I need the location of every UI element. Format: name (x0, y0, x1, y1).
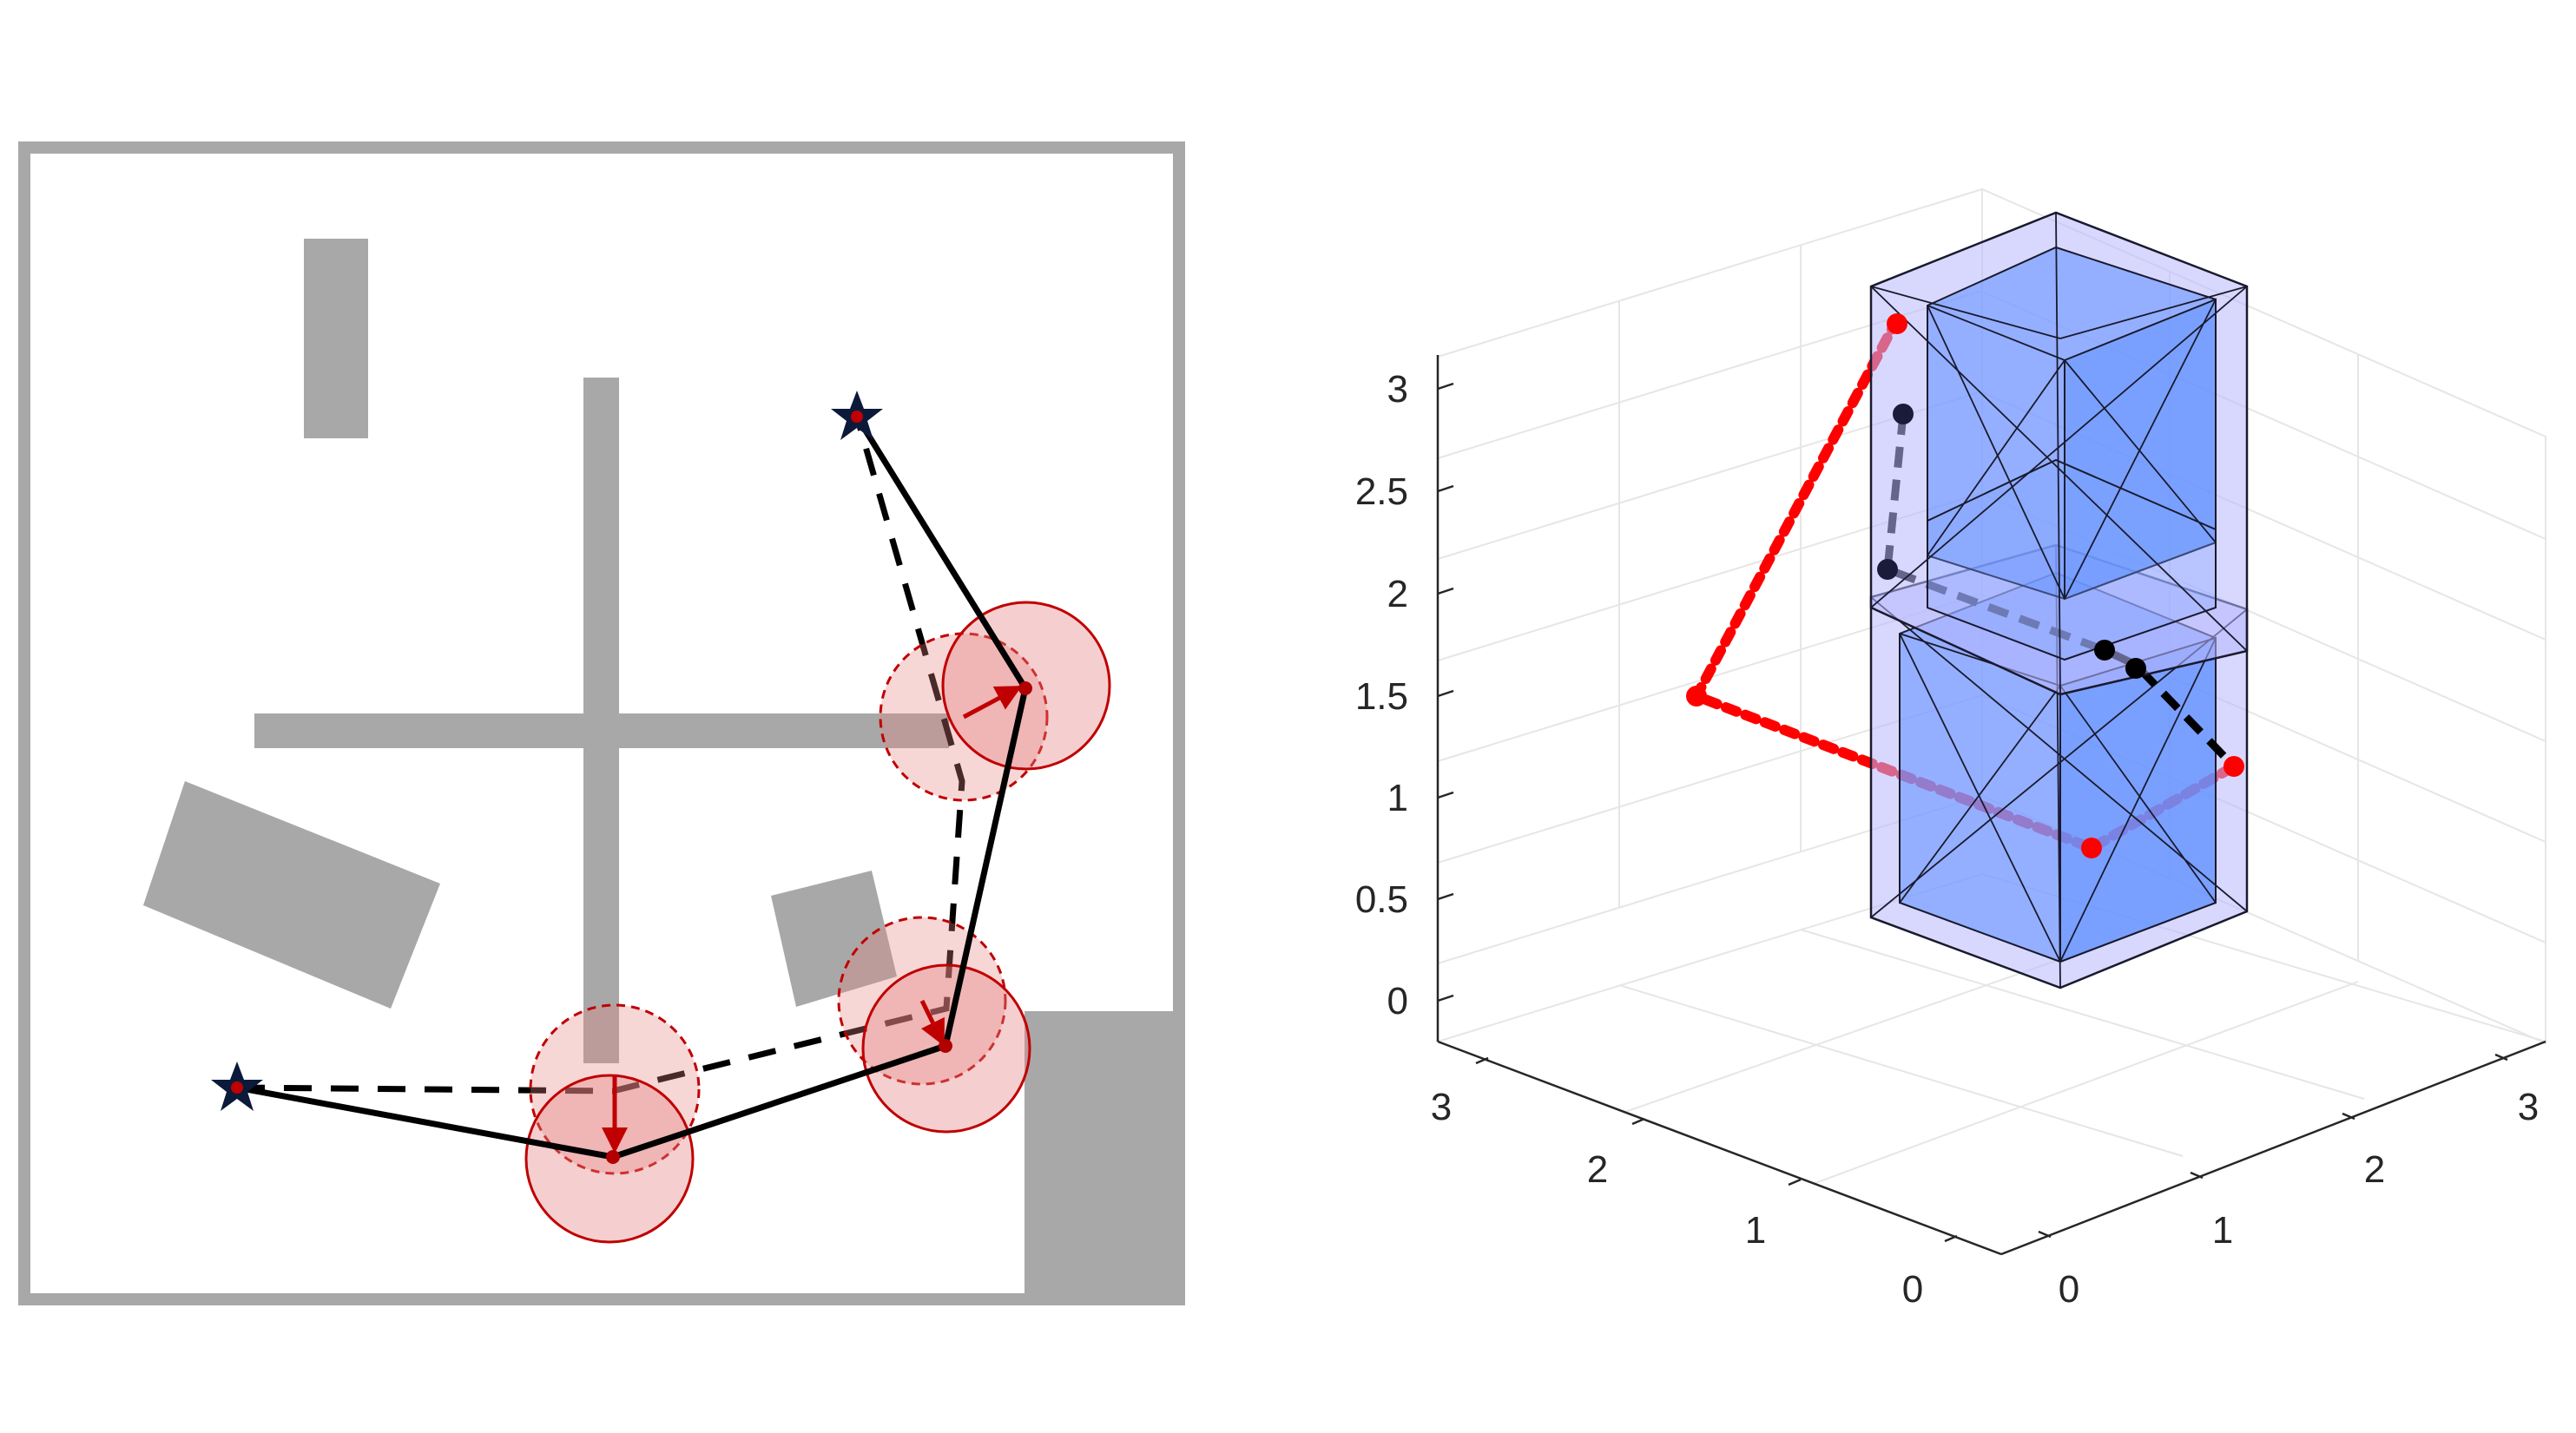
obstacle-cross-horizontal (254, 713, 949, 748)
y-ticks (2038, 1053, 2508, 1239)
z-tick-label: 2 (1387, 573, 1408, 615)
z-tick-label: 1 (1387, 777, 1408, 819)
x-tick-label: 3 (1431, 1086, 1452, 1128)
black-path-markers (1877, 404, 2146, 679)
cube-upper (1869, 211, 2249, 696)
z-tick-label: 2.5 (1355, 470, 1408, 513)
red-path-markers (1686, 313, 2244, 858)
nominal-path-dashed (236, 416, 965, 1094)
y-axis-line (2000, 1040, 2546, 1256)
x-tick-labels: 3 2 1 0 (1431, 1086, 1923, 1311)
z-tick-labels: 3 2.5 2 1.5 1 0.5 0 (1355, 368, 1408, 1022)
x-tick-label: 1 (1745, 1209, 1766, 1252)
goal-marker (831, 391, 883, 440)
z-tick-label: 0.5 (1355, 878, 1408, 921)
cube-upper-lower-slab (1927, 458, 2217, 661)
y-tick-label: 0 (2059, 1268, 2079, 1311)
z-ticks (1437, 382, 1454, 1002)
obstacle-corner-block (1024, 1011, 1179, 1299)
start-marker (211, 1062, 263, 1111)
waypoint-dots (606, 681, 1032, 1164)
z-tick-label: 1.5 (1355, 675, 1408, 718)
z-tick-label: 3 (1387, 368, 1408, 411)
obstacle-tilted-block-small (771, 871, 897, 1007)
y-tick-label: 1 (2212, 1209, 2233, 1252)
obstacle-vertical-bar (304, 239, 368, 438)
x-axis-line (1437, 1040, 2002, 1256)
x-ticks (1475, 1056, 1958, 1243)
map-boundary-wall (18, 141, 1185, 1305)
y-tick-label: 3 (2518, 1086, 2539, 1128)
x-tick-label: 0 (1902, 1268, 1923, 1311)
shift-arrows (602, 686, 1023, 1154)
y-tick-label: 2 (2364, 1148, 2385, 1191)
x-tick-label: 2 (1587, 1148, 1608, 1191)
map-2d-panel (18, 141, 1185, 1305)
obstacle-tilted-block-left (143, 781, 440, 1009)
z-tick-label: 0 (1387, 980, 1408, 1022)
axes-3d (1436, 355, 2546, 1256)
y-tick-labels: 0 1 2 3 (2059, 1086, 2539, 1311)
plot-3d-panel: 3 2.5 2 1.5 1 0.5 0 3 2 1 0 (1355, 187, 2549, 1311)
cube-upper-diagonals (1870, 212, 2248, 695)
